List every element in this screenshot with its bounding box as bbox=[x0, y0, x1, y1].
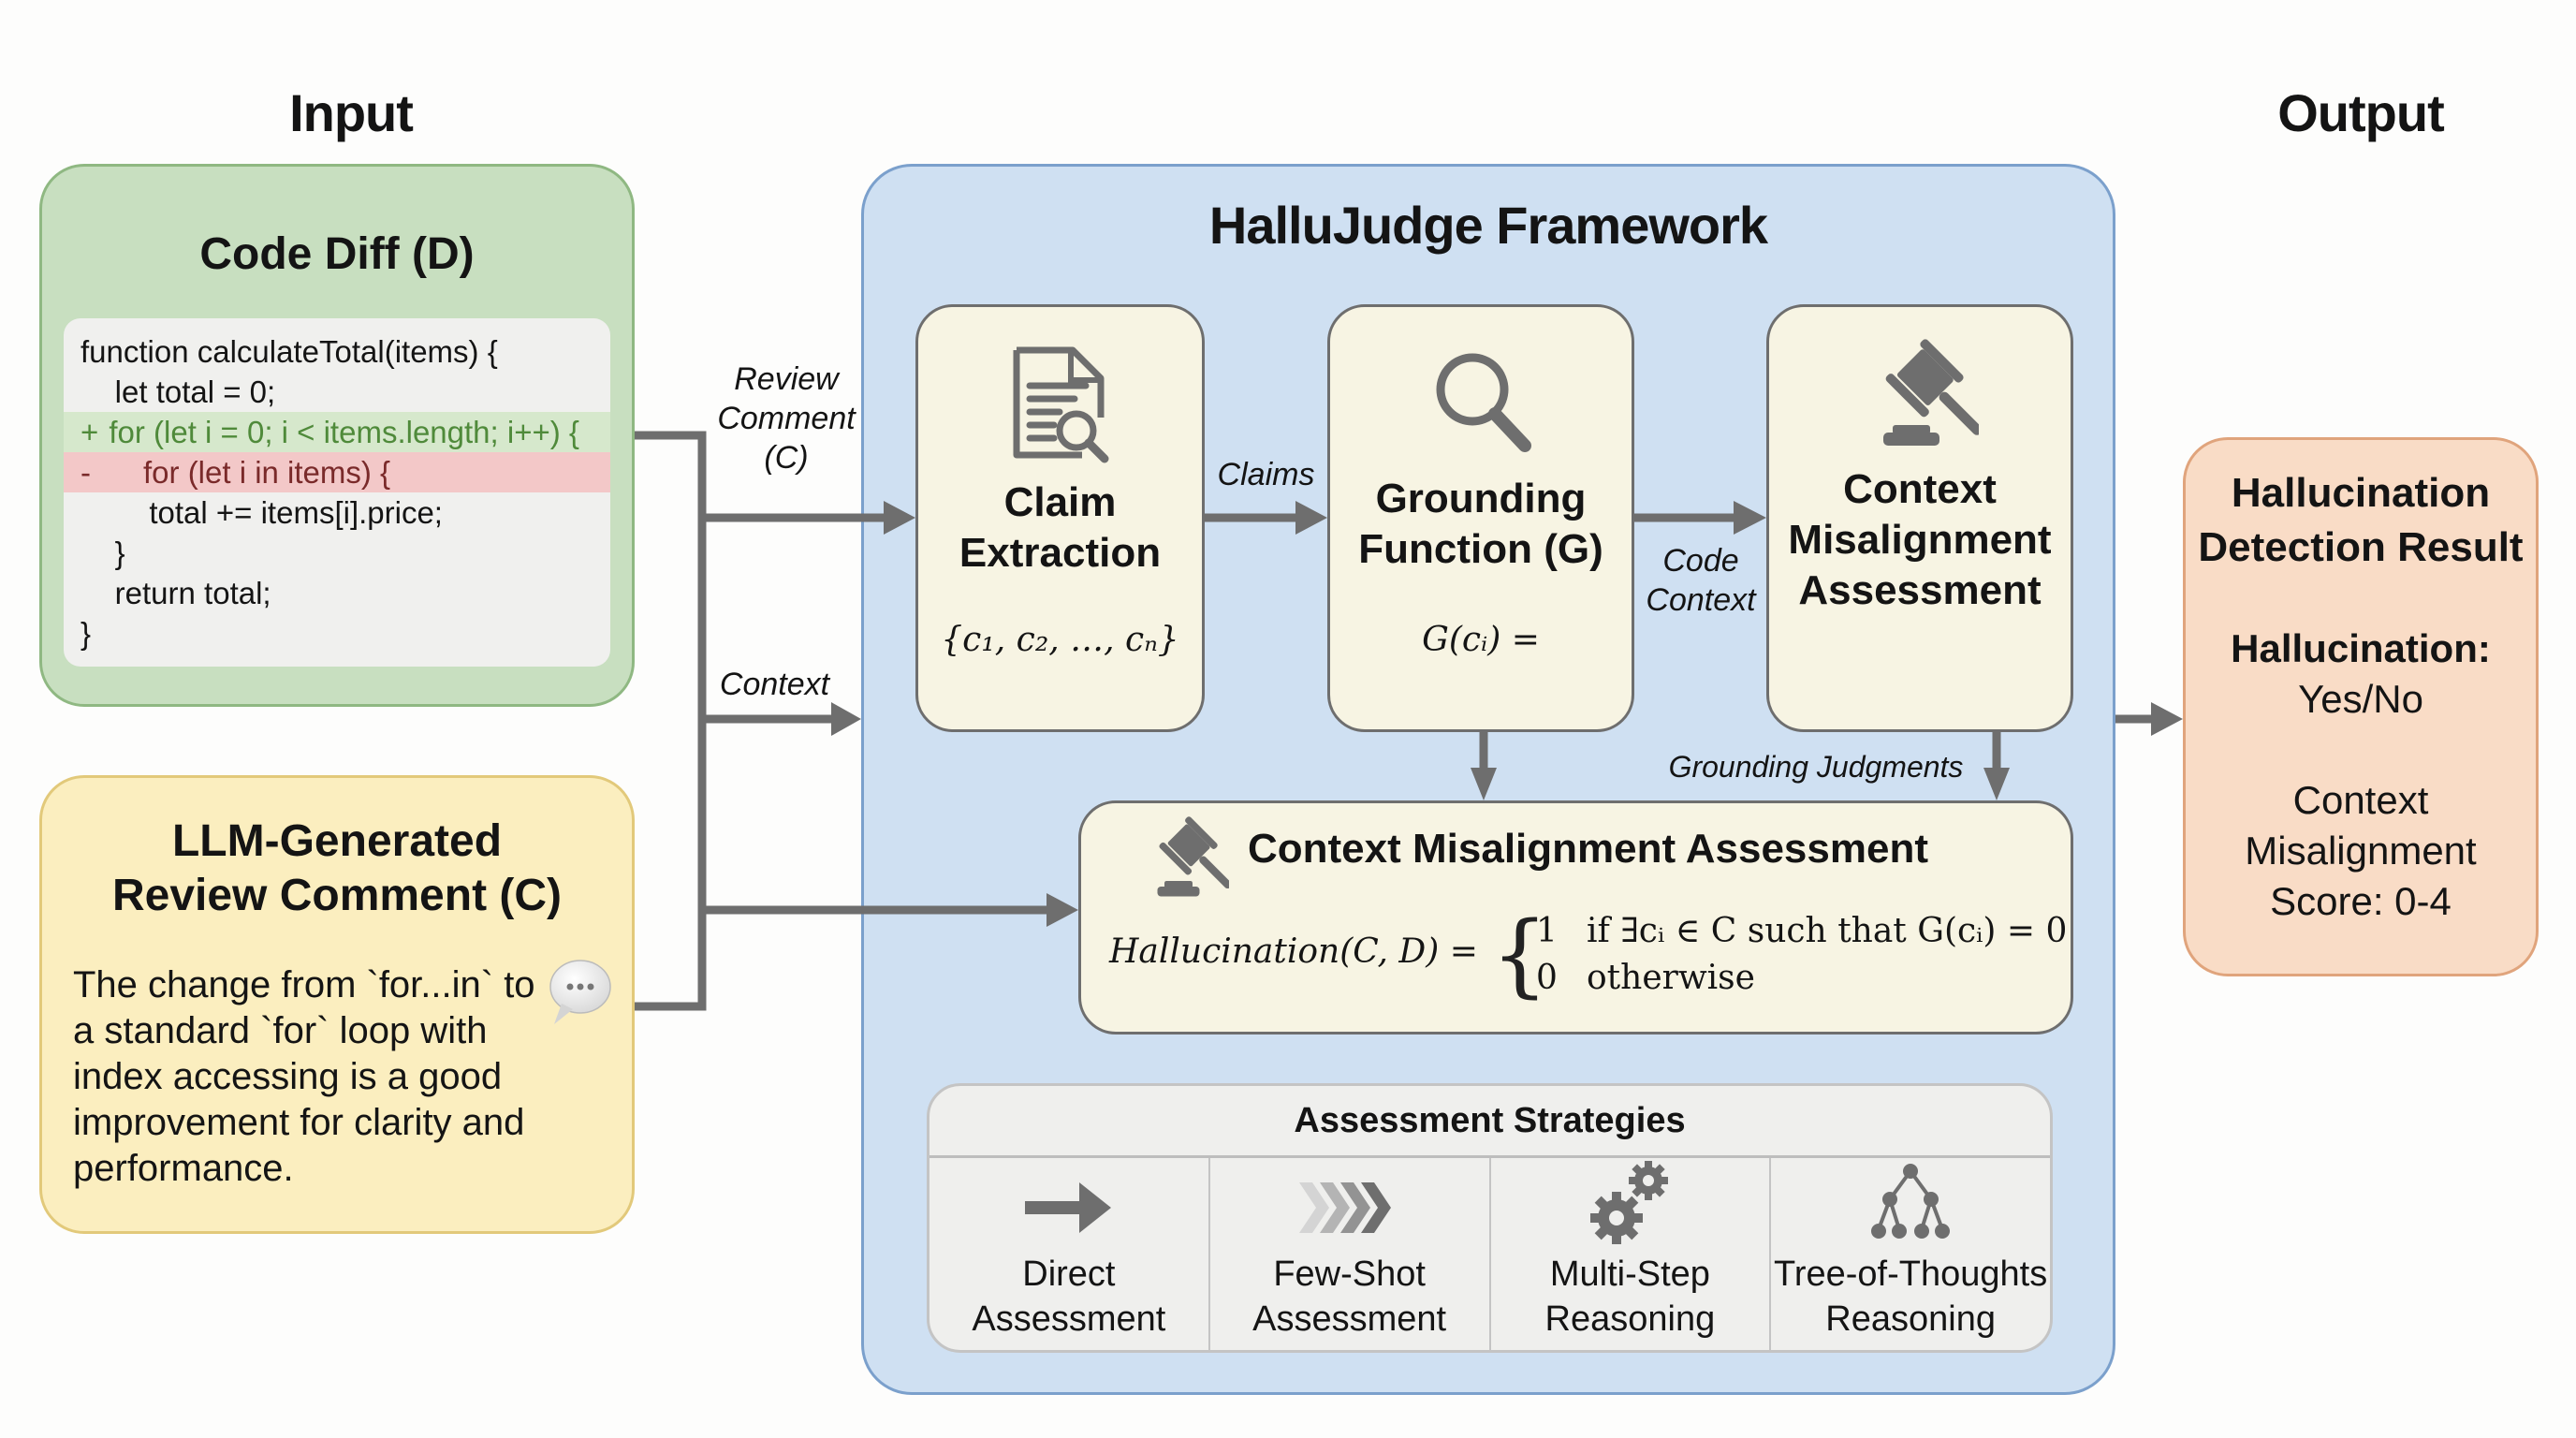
arrowhead bbox=[2151, 702, 2183, 736]
score-label-line1: Context bbox=[2292, 778, 2429, 822]
review-comment-body: The change from `for...in` to a standard… bbox=[73, 964, 535, 1189]
context-misalignment-title-line1: Context bbox=[1843, 466, 1997, 512]
final-assessment-title: Context Misalignment Assessment bbox=[1248, 826, 1928, 872]
edge-label-code-context-1: Code bbox=[1662, 543, 1739, 579]
chevrons-icon bbox=[1294, 1175, 1406, 1245]
code-text: total += items[i].price; bbox=[80, 495, 443, 530]
gavel-icon bbox=[1866, 339, 1983, 451]
assessment-strategies-panel: Assessment Strategies Direct Assessment … bbox=[927, 1083, 2053, 1353]
code-line-context: } bbox=[64, 533, 610, 573]
score-label-line2: Misalignment bbox=[2245, 829, 2477, 873]
review-comment-title-line1: LLM-Generated bbox=[171, 816, 503, 866]
formula-case2-condition: otherwise bbox=[1587, 959, 1755, 997]
code-diff-content: function calculateTotal(items) { let tot… bbox=[64, 318, 610, 667]
hallucination-formula-lhs: Hallucination(C, D) = bbox=[1109, 932, 1478, 971]
gavel-icon bbox=[1145, 816, 1232, 901]
code-line-added: + for (let i = 0; i < items.length; i++)… bbox=[64, 412, 610, 452]
assessment-strategies-title: Assessment Strategies bbox=[929, 1086, 2050, 1158]
diff-marker: + bbox=[80, 415, 99, 449]
claim-extraction-title-line2: Extraction bbox=[959, 530, 1162, 576]
strategy-label-line1: Direct bbox=[1022, 1255, 1116, 1294]
grounding-function-title-line1: Grounding bbox=[1375, 476, 1587, 521]
strategy-label-line1: Multi-Step bbox=[1549, 1255, 1710, 1294]
arrowhead bbox=[831, 702, 861, 736]
framework-title: HalluJudge Framework bbox=[1208, 196, 1768, 255]
strategy-label-line2: Reasoning bbox=[1825, 1299, 1996, 1339]
code-text: } bbox=[80, 536, 125, 570]
edge-label-review-comment-3: (C) bbox=[764, 440, 809, 476]
grounding-function-box: Grounding Function (G) G(cᵢ) = bbox=[1327, 304, 1634, 732]
gears-icon bbox=[1583, 1160, 1676, 1255]
code-text: function calculateTotal(items) { bbox=[80, 334, 498, 369]
claim-extraction-box: Claim Extraction {c₁, c₂, …, cₙ} bbox=[915, 304, 1205, 732]
code-line-context: function calculateTotal(items) { bbox=[64, 331, 610, 372]
document-search-icon bbox=[1007, 345, 1120, 466]
claim-set-formula: {c₁, c₂, …, cₙ} bbox=[941, 621, 1179, 659]
grounding-function-title-line2: Function (G) bbox=[1358, 526, 1603, 572]
diff-marker: - bbox=[80, 455, 91, 490]
context-misalignment-box: Context Misalignment Assessment bbox=[1766, 304, 2073, 732]
edge-label-context: Context bbox=[719, 667, 830, 702]
formula-case1-value: 1 bbox=[1536, 912, 1558, 950]
final-assessment-box: Context Misalignment Assessment Hallucin… bbox=[1078, 800, 2073, 1034]
edge-label-review-comment-1: Review bbox=[734, 361, 839, 397]
review-comment-title-line2: Review Comment (C) bbox=[111, 871, 563, 920]
speech-bubble-icon bbox=[541, 957, 612, 1028]
code-line-context: let total = 0; bbox=[64, 372, 610, 412]
detection-result-title-line2: Detection Result bbox=[2198, 524, 2524, 570]
strategy-multi-step-reasoning: Multi-Step Reasoning bbox=[1491, 1158, 1772, 1350]
input-section-title: Input bbox=[289, 83, 414, 142]
hallucination-value: Yes/No bbox=[2298, 677, 2423, 721]
code-diff-title: Code Diff (D) bbox=[199, 229, 475, 279]
detection-result-title-line1: Hallucination bbox=[2231, 470, 2491, 516]
strategy-label-line1: Few-Shot bbox=[1273, 1255, 1426, 1294]
strategy-label-line2: Reasoning bbox=[1544, 1299, 1716, 1339]
hallucination-label: Hallucination: bbox=[2231, 626, 2491, 670]
context-misalignment-title-line2: Misalignment bbox=[1788, 517, 2052, 563]
magnifier-icon bbox=[1427, 346, 1540, 459]
code-line-context: } bbox=[64, 613, 610, 653]
context-misalignment-title-line3: Assessment bbox=[1798, 567, 2042, 613]
edge-label-code-context-2: Context bbox=[1646, 582, 1756, 618]
tree-icon bbox=[1864, 1162, 1957, 1247]
formula-brace: { bbox=[1491, 902, 1549, 1007]
strategy-label-line2: Assessment bbox=[972, 1299, 1166, 1339]
strategy-few-shot-assessment: Few-Shot Assessment bbox=[1210, 1158, 1491, 1350]
code-text: } bbox=[80, 616, 92, 651]
grounding-formula: G(cᵢ) = bbox=[1422, 621, 1540, 659]
formula-case2-value: 0 bbox=[1536, 959, 1558, 997]
edge-label-grounding-judgments: Grounding Judgments bbox=[1668, 750, 1964, 784]
strategy-label-line1: Tree-of-Thoughts bbox=[1774, 1255, 2048, 1294]
claim-extraction-title-line1: Claim bbox=[1003, 479, 1117, 525]
arrow-code-diff-to-bus bbox=[635, 431, 707, 1011]
code-line-context: return total; bbox=[64, 573, 610, 613]
review-comment-box: LLM-Generated Review Comment (C) bbox=[39, 775, 635, 1234]
formula-case1-condition: if ∃cᵢ ∈ C such that G(cᵢ) = 0 bbox=[1587, 912, 2068, 950]
strategy-label-line2: Assessment bbox=[1252, 1299, 1447, 1339]
edge-label-claims: Claims bbox=[1217, 457, 1315, 492]
code-text: for (let i = 0; i < items.length; i++) { bbox=[92, 415, 579, 449]
edge-label-review-comment-2: Comment bbox=[717, 401, 856, 436]
output-section-title: Output bbox=[2277, 83, 2444, 142]
code-text: for (let i in items) { bbox=[92, 455, 391, 490]
code-text: let total = 0; bbox=[80, 374, 276, 409]
detection-result-box: Hallucination Detection Result Hallucina… bbox=[2183, 437, 2539, 976]
arrow-right-icon bbox=[1017, 1175, 1120, 1245]
strategy-direct-assessment: Direct Assessment bbox=[929, 1158, 1210, 1350]
score-range: Score: 0-4 bbox=[2270, 879, 2452, 923]
strategy-tree-of-thoughts: Tree-of-Thoughts Reasoning bbox=[1771, 1158, 2050, 1350]
code-line-removed: - for (let i in items) { bbox=[64, 452, 610, 492]
code-text: return total; bbox=[80, 576, 271, 610]
code-line-context: total += items[i].price; bbox=[64, 492, 610, 533]
